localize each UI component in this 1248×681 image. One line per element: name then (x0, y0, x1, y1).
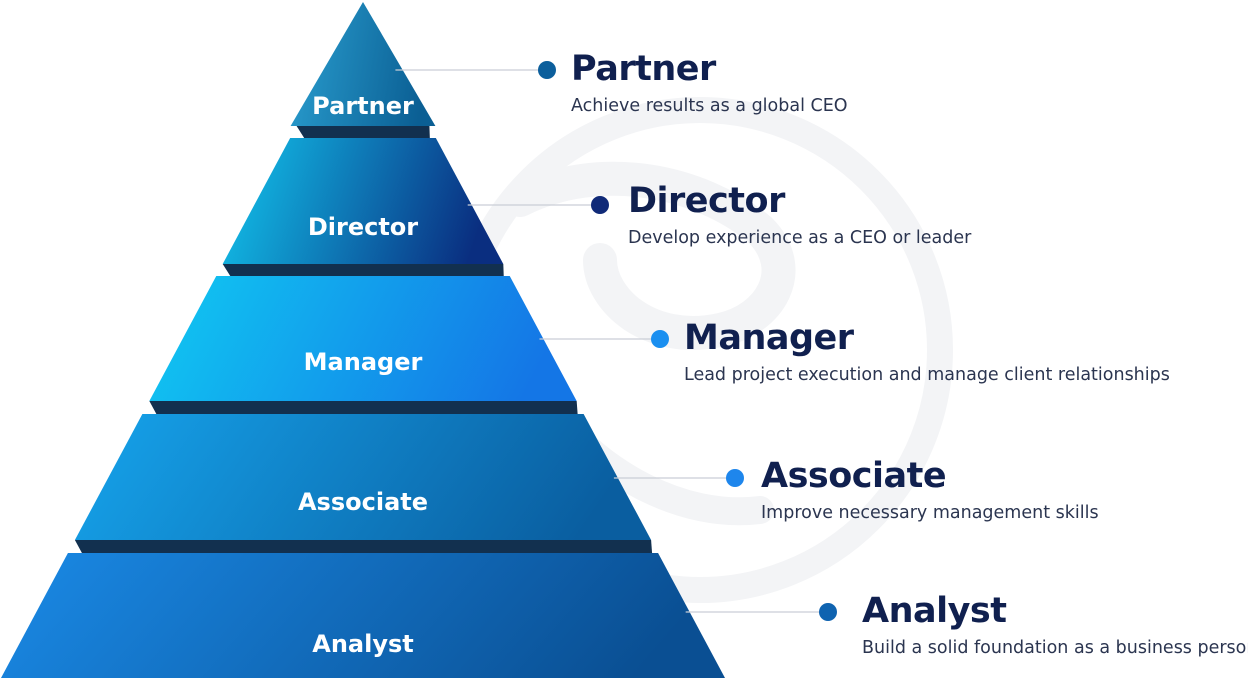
tier-title: Director (628, 181, 785, 221)
tier-shape (1, 553, 725, 678)
tier-shape (74, 414, 652, 540)
tier-title: Analyst (862, 591, 1007, 631)
tier-manager: Manager (149, 276, 578, 414)
tier-label: Director (308, 213, 418, 241)
tier-shape (149, 276, 577, 401)
tier-label: Manager (304, 348, 423, 376)
tier-label: Associate (298, 488, 428, 516)
tier-description: Develop experience as a CEO or leader (628, 228, 972, 248)
tier-description: Build a solid foundation as a business p… (862, 638, 1248, 658)
tier-description: Lead project execution and manage client… (684, 365, 1170, 385)
tier-description: Improve necessary management skills (761, 503, 1099, 523)
tier-title: Partner (571, 49, 716, 89)
tier-shadow (296, 126, 430, 138)
tier-shape (222, 138, 504, 264)
tier-description: Achieve results as a global CEO (571, 96, 848, 116)
tier-shape (290, 2, 436, 126)
tier-dot (591, 196, 609, 214)
connector-lines (395, 61, 837, 621)
tier-partner: Partner (290, 2, 436, 138)
tier-associate: Associate (74, 414, 653, 553)
tier-dot (651, 330, 669, 348)
tier-director: Director (222, 138, 504, 276)
tier-shadow (74, 540, 653, 553)
tier-title: Associate (761, 456, 947, 496)
tier-title: Manager (684, 318, 854, 358)
tier-dot (538, 61, 556, 79)
tier-label: Partner (312, 92, 414, 120)
tier-dot (819, 603, 837, 621)
tier-shadow (149, 401, 578, 414)
tier-analyst: Analyst (1, 553, 725, 678)
tier-dot (726, 469, 744, 487)
tier-shadow (222, 264, 504, 276)
tier-label: Analyst (312, 630, 413, 658)
